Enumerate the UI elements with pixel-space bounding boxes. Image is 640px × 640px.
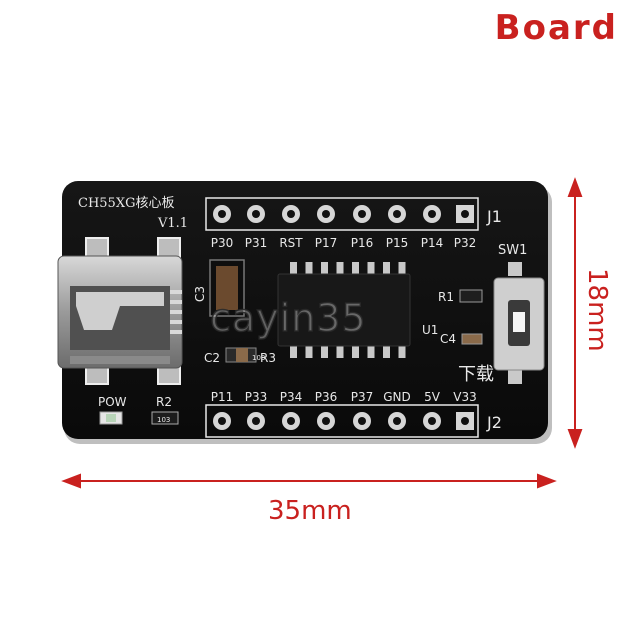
j1-pin-label: P30 [211,236,234,250]
download-label: 下载 [458,364,494,385]
j1-pin-label: P14 [421,236,444,250]
c2-code: 103 [252,354,265,362]
j2-pin-label: P36 [315,390,338,404]
sw1-pad-top [508,262,522,276]
u1-chip [277,273,411,347]
r2-code: 103 [157,416,170,424]
r3-label: R3 [260,351,276,365]
c3-body [216,266,238,310]
c4-label: C4 [440,332,456,346]
pow-label: POW [98,395,127,409]
j2-pin-label: 5V [424,390,441,404]
j2-pin-label: P37 [351,390,374,404]
j2-label: J2 [486,413,502,432]
r1-resistor [459,289,483,303]
c2-label: C2 [204,351,220,365]
j2-outline [205,404,479,438]
j2-pin-label: P34 [280,390,303,404]
j1-pin-labels: P30 P31 RST P17 P16 P15 P14 P32 [211,236,477,250]
j1-pin-label: P17 [315,236,338,250]
page-title: Board [494,8,618,48]
height-dimension [567,177,583,449]
j1-outline [205,197,479,231]
u1-label: U1 [422,323,438,337]
j1-pin-label: P16 [351,236,374,250]
j1-pin-label: P15 [386,236,409,250]
height-label: 18mm [582,268,612,352]
sw1-pad-bottom [508,370,522,384]
j1-pin-label: RST [279,236,303,250]
r2-label: R2 [156,395,172,409]
j2-pins [213,412,474,430]
j2-pin-label: P11 [211,390,234,404]
width-dimension [61,473,557,489]
board-name: CH55XG核心板 [78,196,174,211]
j2-pin-label: P33 [245,390,268,404]
r2-resistor [151,411,179,425]
j2-pin-labels: P11 P33 P34 P36 P37 GND 5V V33 [211,390,477,404]
u1-pins [290,262,406,358]
j1-pins [213,205,474,223]
j1-pin-label: P31 [245,236,268,250]
watermark-text: cayin35 [209,295,367,341]
sw1-label: SW1 [498,243,527,258]
width-label: 35mm [268,496,352,526]
r1-label: R1 [438,290,454,304]
j1-pin-label: P32 [454,236,477,250]
c4-capacitor [461,333,483,345]
j2-pin-label: V33 [453,390,476,404]
j1-label: J1 [486,207,502,226]
board-version: V1.1 [157,216,188,231]
c3-label: C3 [193,286,207,302]
usb-connector [57,237,183,385]
j2-pin-label: GND [383,390,411,404]
